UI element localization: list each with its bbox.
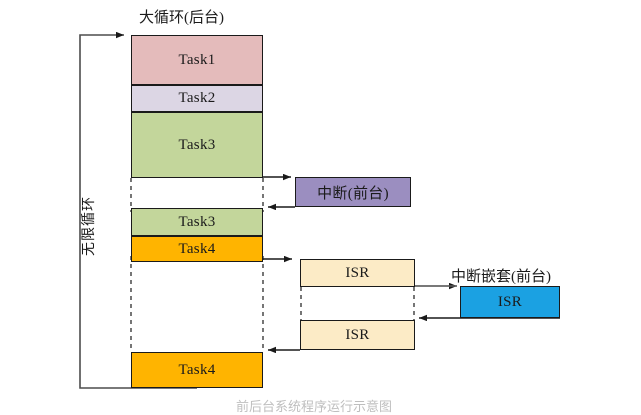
title-background-loop: 大循环(后台): [139, 10, 224, 26]
diagram-canvas: 大循环(后台) 中断嵌套(前台) 无限循环 前后台系统程序运行示意图 Task1…: [79, 10, 560, 414]
interrupt-block[interactable]: 中断(前台): [295, 177, 411, 207]
isr-block-nested[interactable]: ISR: [460, 286, 560, 318]
task-block-task4-second[interactable]: Task4: [131, 352, 263, 388]
task-block-task2[interactable]: Task2: [131, 85, 263, 112]
isr-gap-dashes: [300, 287, 415, 320]
infinite-loop-label: 无限循环: [82, 196, 97, 256]
figure-caption: 前后台系统程序运行示意图: [236, 399, 393, 414]
title-nested-interrupt: 中断嵌套(前台): [451, 269, 551, 285]
connector-layer: [79, 31, 560, 389]
task-block-task4-first[interactable]: Task4: [131, 236, 263, 262]
task-block-task1[interactable]: Task1: [131, 35, 263, 85]
isr-block-upper[interactable]: ISR: [300, 259, 415, 287]
stack-gap-dashes: [130, 178, 264, 352]
task-block-task3-first[interactable]: Task3: [131, 112, 263, 178]
task-block-task3-second[interactable]: Task3: [131, 208, 263, 236]
isr-block-lower[interactable]: ISR: [300, 320, 415, 350]
isr-baselines: [414, 285, 457, 287]
infinite-loop-bracket: [79, 31, 197, 389]
